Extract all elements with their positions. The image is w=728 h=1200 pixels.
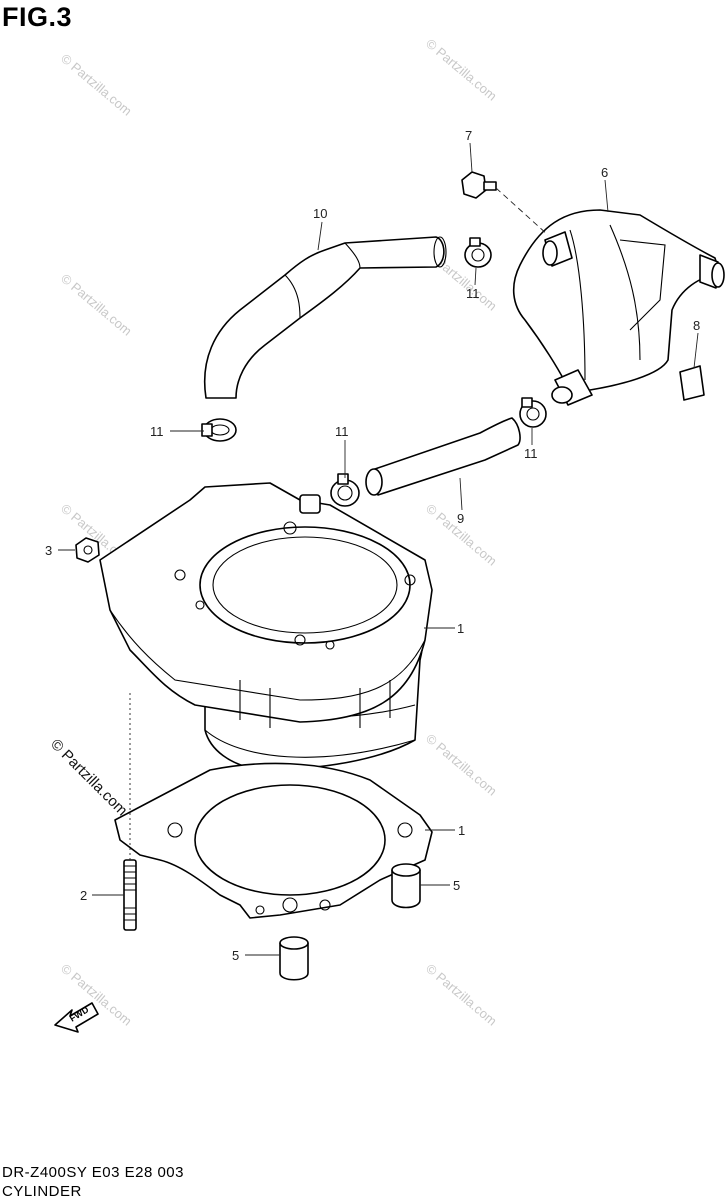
callout-clamp-left: 11 bbox=[150, 424, 164, 439]
watermark: © Partzilla.com bbox=[423, 961, 500, 1029]
nut bbox=[75, 537, 100, 563]
watermark: © Partzilla.com bbox=[58, 51, 135, 119]
callout-thermostat-cover: 6 bbox=[601, 165, 608, 180]
forward-arrow: FWD bbox=[54, 1002, 99, 1033]
dowel-right bbox=[391, 863, 421, 909]
callout-clamp-top: 11 bbox=[466, 286, 480, 301]
callout-dowel-right: 5 bbox=[453, 878, 460, 893]
bolt bbox=[461, 171, 549, 236]
figure-title: FIG.3 bbox=[2, 2, 73, 32]
callout-labels: 1 1 2 3 5 5 6 7 8 9 10 11 11 11 11 bbox=[45, 128, 700, 963]
leader-lines bbox=[58, 142, 699, 956]
callout-bolt: 7 bbox=[465, 128, 472, 143]
callout-clamp-mid: 11 bbox=[335, 424, 349, 439]
watermark: © Partzilla.com bbox=[423, 731, 500, 799]
gasket bbox=[114, 762, 433, 919]
callout-clamp-right: 11 bbox=[524, 446, 538, 461]
clamp-mid bbox=[330, 473, 360, 507]
watermark-dark: © Partzilla.com bbox=[47, 736, 130, 819]
plug bbox=[679, 365, 705, 401]
callout-stud: 2 bbox=[80, 888, 87, 903]
model-code: DR-Z400SY E03 E28 003 bbox=[2, 1164, 184, 1181]
callout-hose-lower: 9 bbox=[457, 511, 464, 526]
callout-plug: 8 bbox=[693, 318, 700, 333]
watermark: © Partzilla.com bbox=[423, 36, 500, 104]
callout-gasket: 1 bbox=[458, 823, 465, 838]
hose-upper bbox=[203, 236, 447, 399]
section-name: CYLINDER bbox=[2, 1183, 82, 1200]
watermark: © Partzilla.com bbox=[58, 271, 135, 339]
cylinder bbox=[99, 482, 433, 771]
clamp-top bbox=[464, 237, 492, 268]
callout-hose-upper: 10 bbox=[313, 206, 327, 221]
clamp-right bbox=[519, 397, 547, 428]
clamp-left bbox=[201, 418, 237, 442]
dowel-bottom bbox=[279, 936, 309, 981]
callout-nut: 3 bbox=[45, 543, 52, 558]
callout-dowel-bottom: 5 bbox=[232, 948, 239, 963]
hose-lower bbox=[365, 417, 521, 496]
callout-cylinder: 1 bbox=[457, 621, 464, 636]
thermostat-cover bbox=[512, 209, 725, 406]
